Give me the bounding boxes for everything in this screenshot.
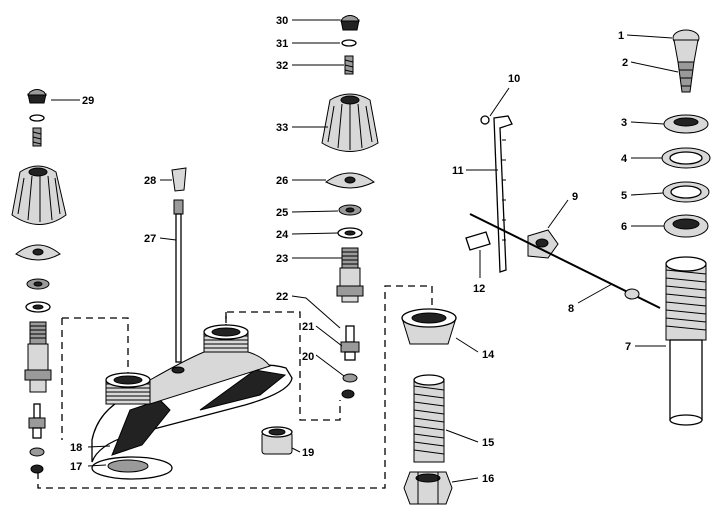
center-handle-stack [321,15,379,399]
label-9: 9 [572,191,578,203]
label-8: 8 [568,303,574,315]
label-5: 5 [621,190,627,202]
label-2: 2 [622,57,628,69]
label-21: 21 [302,321,314,333]
label-12: 12 [473,283,485,295]
label-23: 23 [276,253,288,265]
label-11: 11 [452,165,464,177]
label-28: 28 [144,175,156,187]
label-27: 27 [144,233,156,245]
part-labels: 1 2 3 4 5 6 7 8 9 10 11 12 13 14 15 16 1… [70,15,631,485]
label-18: 18 [70,442,82,454]
label-32: 32 [276,60,288,72]
label-20: 20 [302,351,314,363]
label-4: 4 [621,153,628,165]
label-19: 19 [302,447,314,459]
label-26: 26 [276,175,288,187]
drain-assembly [661,29,711,426]
lift-rod [171,167,187,363]
label-1: 1 [618,30,624,42]
label-24: 24 [276,229,289,241]
left-handle-stack [11,89,67,474]
label-30: 30 [276,15,288,27]
popup-linkage [465,115,661,309]
faucet-body [91,324,293,480]
label-22: 22 [276,291,288,303]
label-31: 31 [276,38,288,50]
label-29: 29 [82,95,94,107]
label-16: 16 [482,473,494,485]
label-25: 25 [276,207,288,219]
label-33: 33 [276,122,288,134]
supply-connector [401,308,457,505]
label-17: 17 [70,461,82,473]
label-15: 15 [482,437,494,449]
label-14: 14 [482,349,495,361]
label-10: 10 [508,73,520,85]
label-3: 3 [621,117,627,129]
label-7: 7 [625,341,631,353]
leader-lines [51,19,679,483]
label-6: 6 [621,221,627,233]
